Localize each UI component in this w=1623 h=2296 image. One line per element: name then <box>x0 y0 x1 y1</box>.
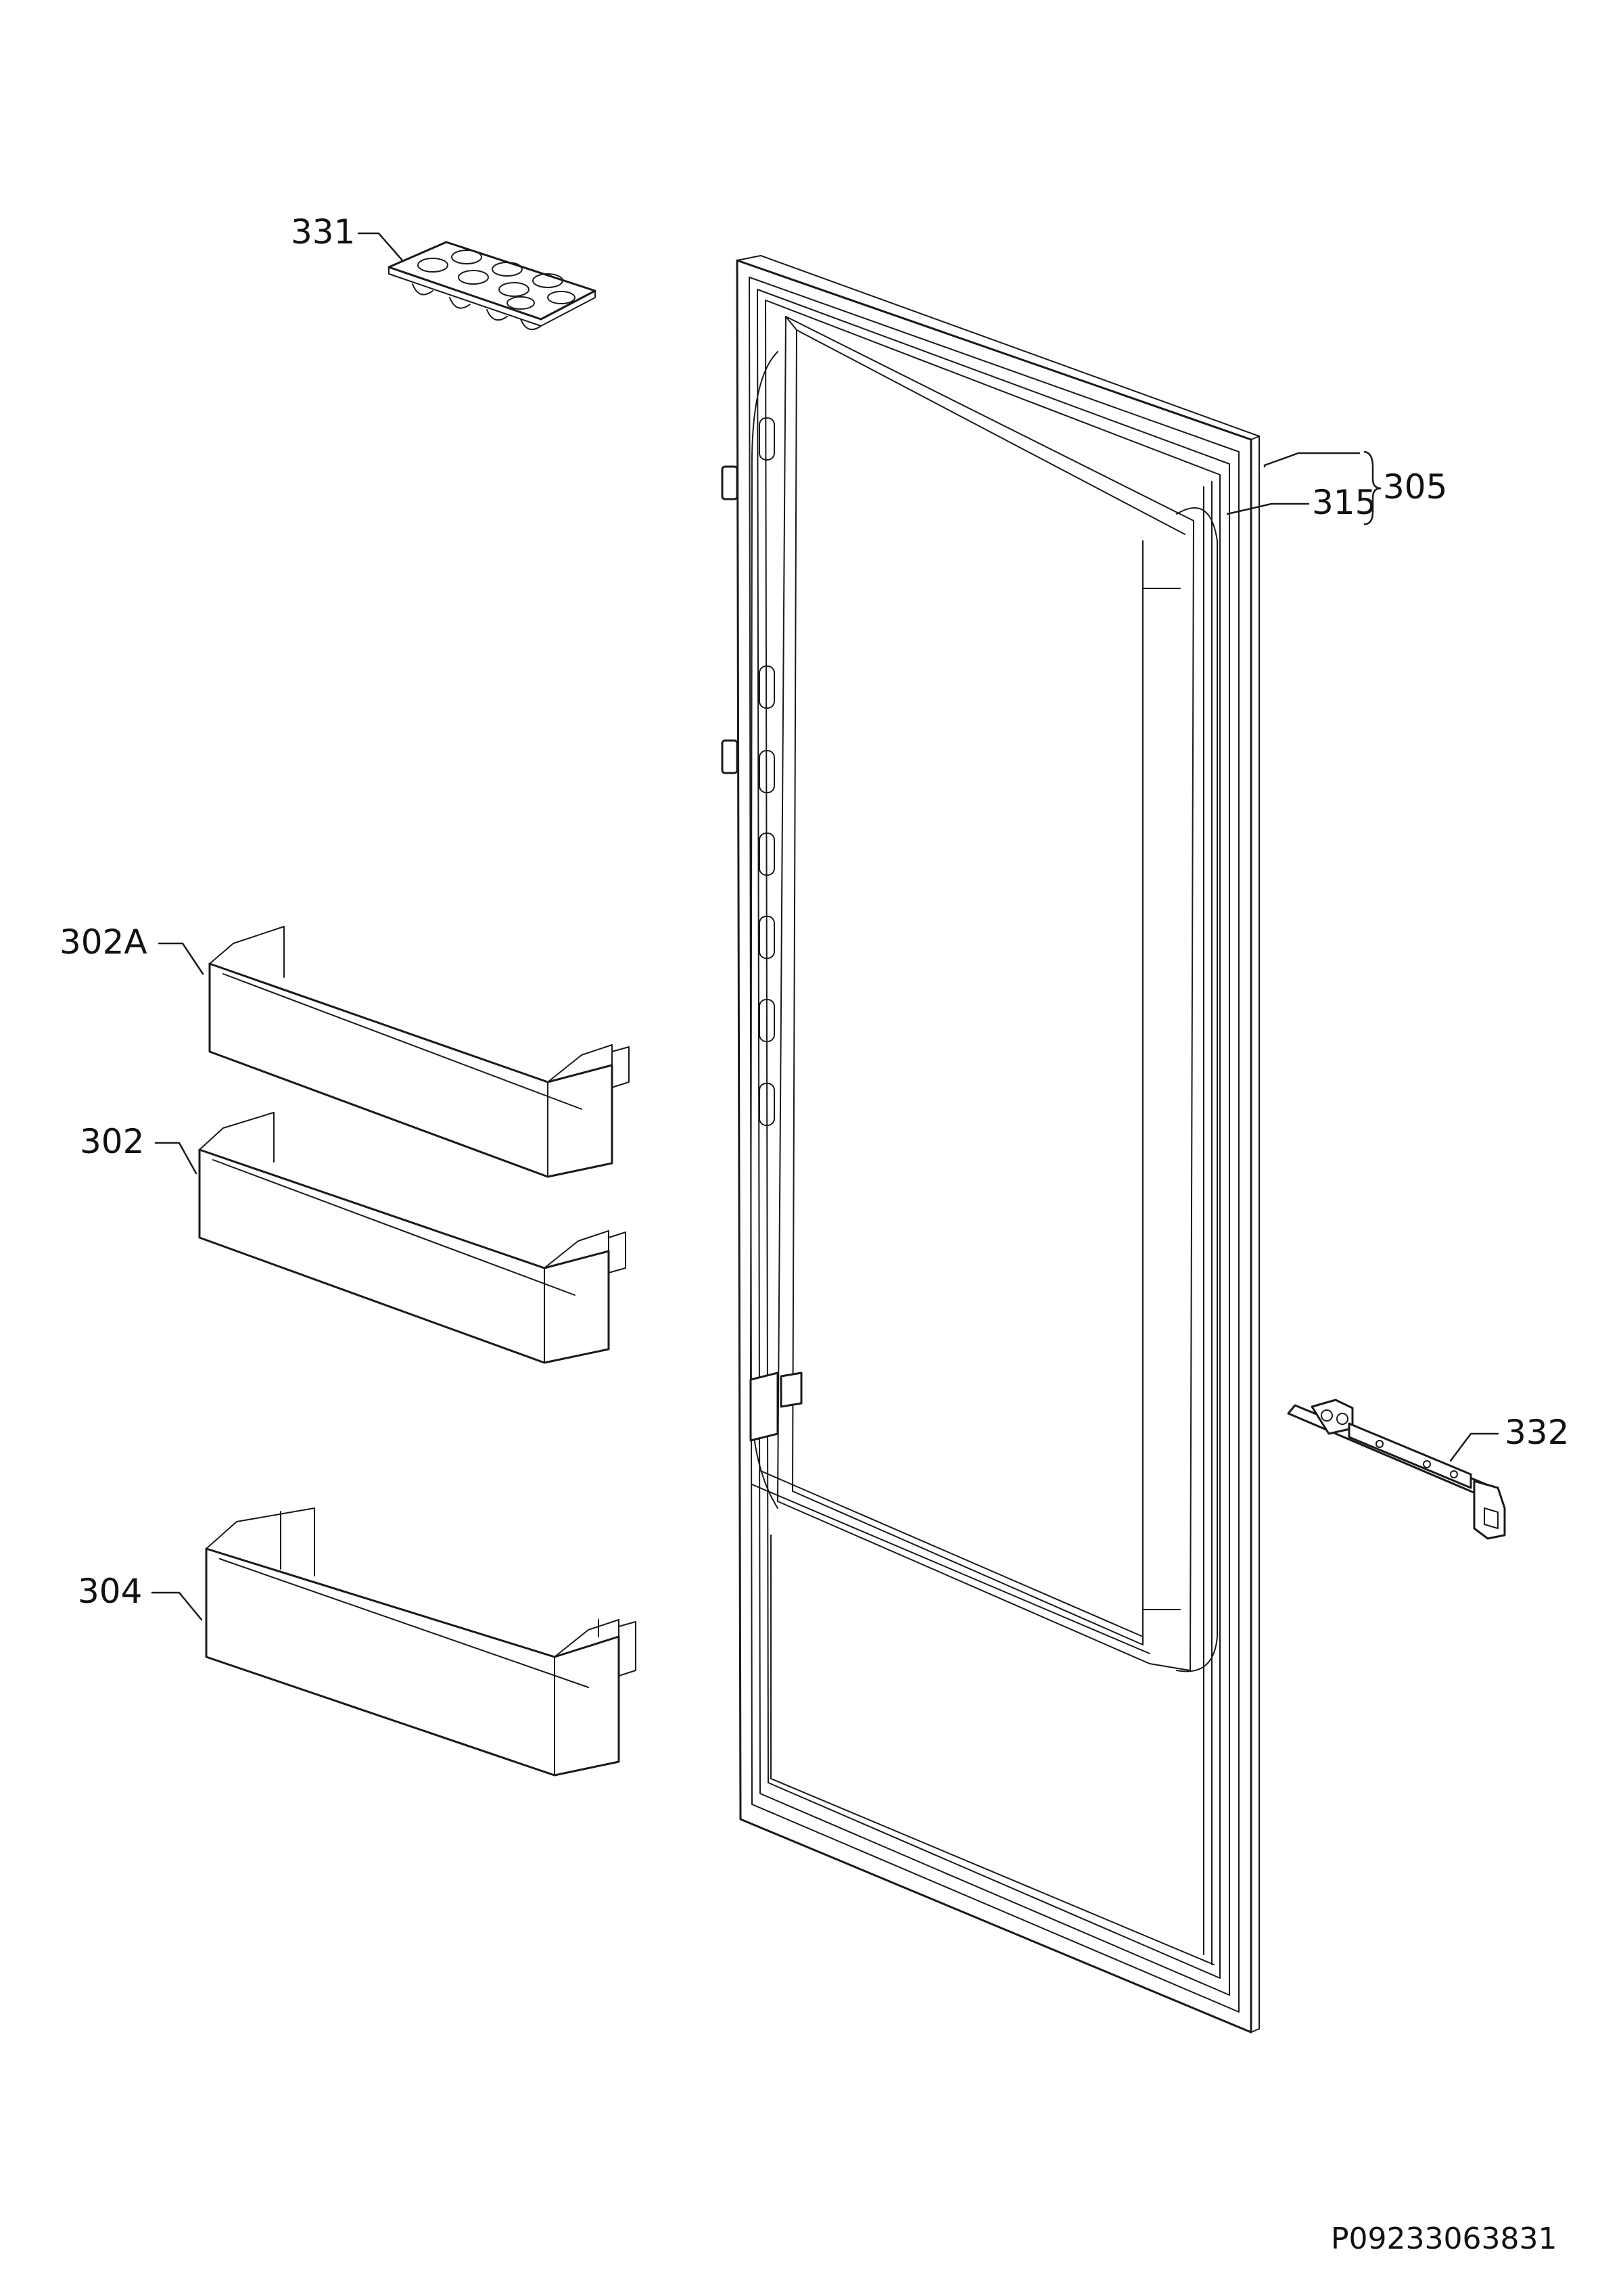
upper-door-shelf <box>208 926 630 1178</box>
bottom-door-shelf <box>205 1507 636 1777</box>
hinge-bracket <box>1287 1399 1506 1540</box>
callout-302a: 302A <box>60 922 147 962</box>
callout-305: 305 <box>1383 467 1447 507</box>
middle-door-shelf <box>198 1112 626 1364</box>
callout-315: 315 <box>1312 483 1376 522</box>
callout-302: 302 <box>80 1122 144 1161</box>
shelf-slots <box>759 417 775 1126</box>
leader-lines <box>151 232 1499 1621</box>
callout-304: 304 <box>78 1572 142 1611</box>
egg-tray <box>387 241 596 331</box>
callout-331: 331 <box>291 212 355 252</box>
document-number: P09233063831 <box>1331 2222 1557 2256</box>
door-assembly <box>721 255 1260 2034</box>
callout-332: 332 <box>1505 1413 1569 1452</box>
